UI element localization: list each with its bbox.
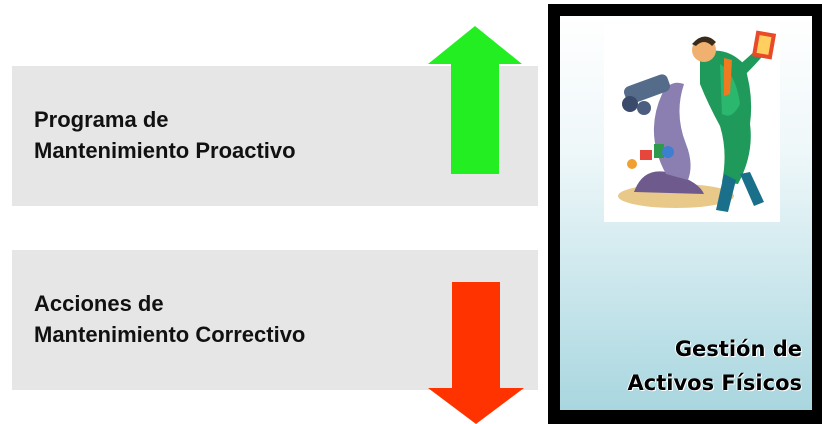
corrective-label-line1: Acciones de	[34, 291, 164, 316]
corrective-label-line2: Mantenimiento Correctivo	[34, 322, 306, 347]
asset-management-panel: Gestión de Activos Físicos	[548, 4, 822, 424]
proactive-maintenance-label: Programa de Mantenimiento Proactivo	[34, 104, 296, 166]
down-arrow-icon	[428, 282, 524, 424]
panel-title-line1: Gestión de	[674, 337, 802, 361]
proactive-label-line2: Mantenimiento Proactivo	[34, 138, 296, 163]
asset-management-title: Gestión de Activos Físicos	[628, 332, 802, 400]
proactive-label-line1: Programa de	[34, 107, 169, 132]
panel-title-line2: Activos Físicos	[627, 371, 802, 395]
up-arrow-icon	[428, 26, 522, 174]
proactive-maintenance-box: Programa de Mantenimiento Proactivo	[12, 66, 538, 206]
asset-management-panel-inner: Gestión de Activos Físicos	[560, 16, 812, 410]
microscope-figure-icon	[604, 24, 780, 222]
corrective-maintenance-label: Acciones de Mantenimiento Correctivo	[34, 288, 305, 350]
corrective-maintenance-box: Acciones de Mantenimiento Correctivo	[12, 250, 538, 390]
